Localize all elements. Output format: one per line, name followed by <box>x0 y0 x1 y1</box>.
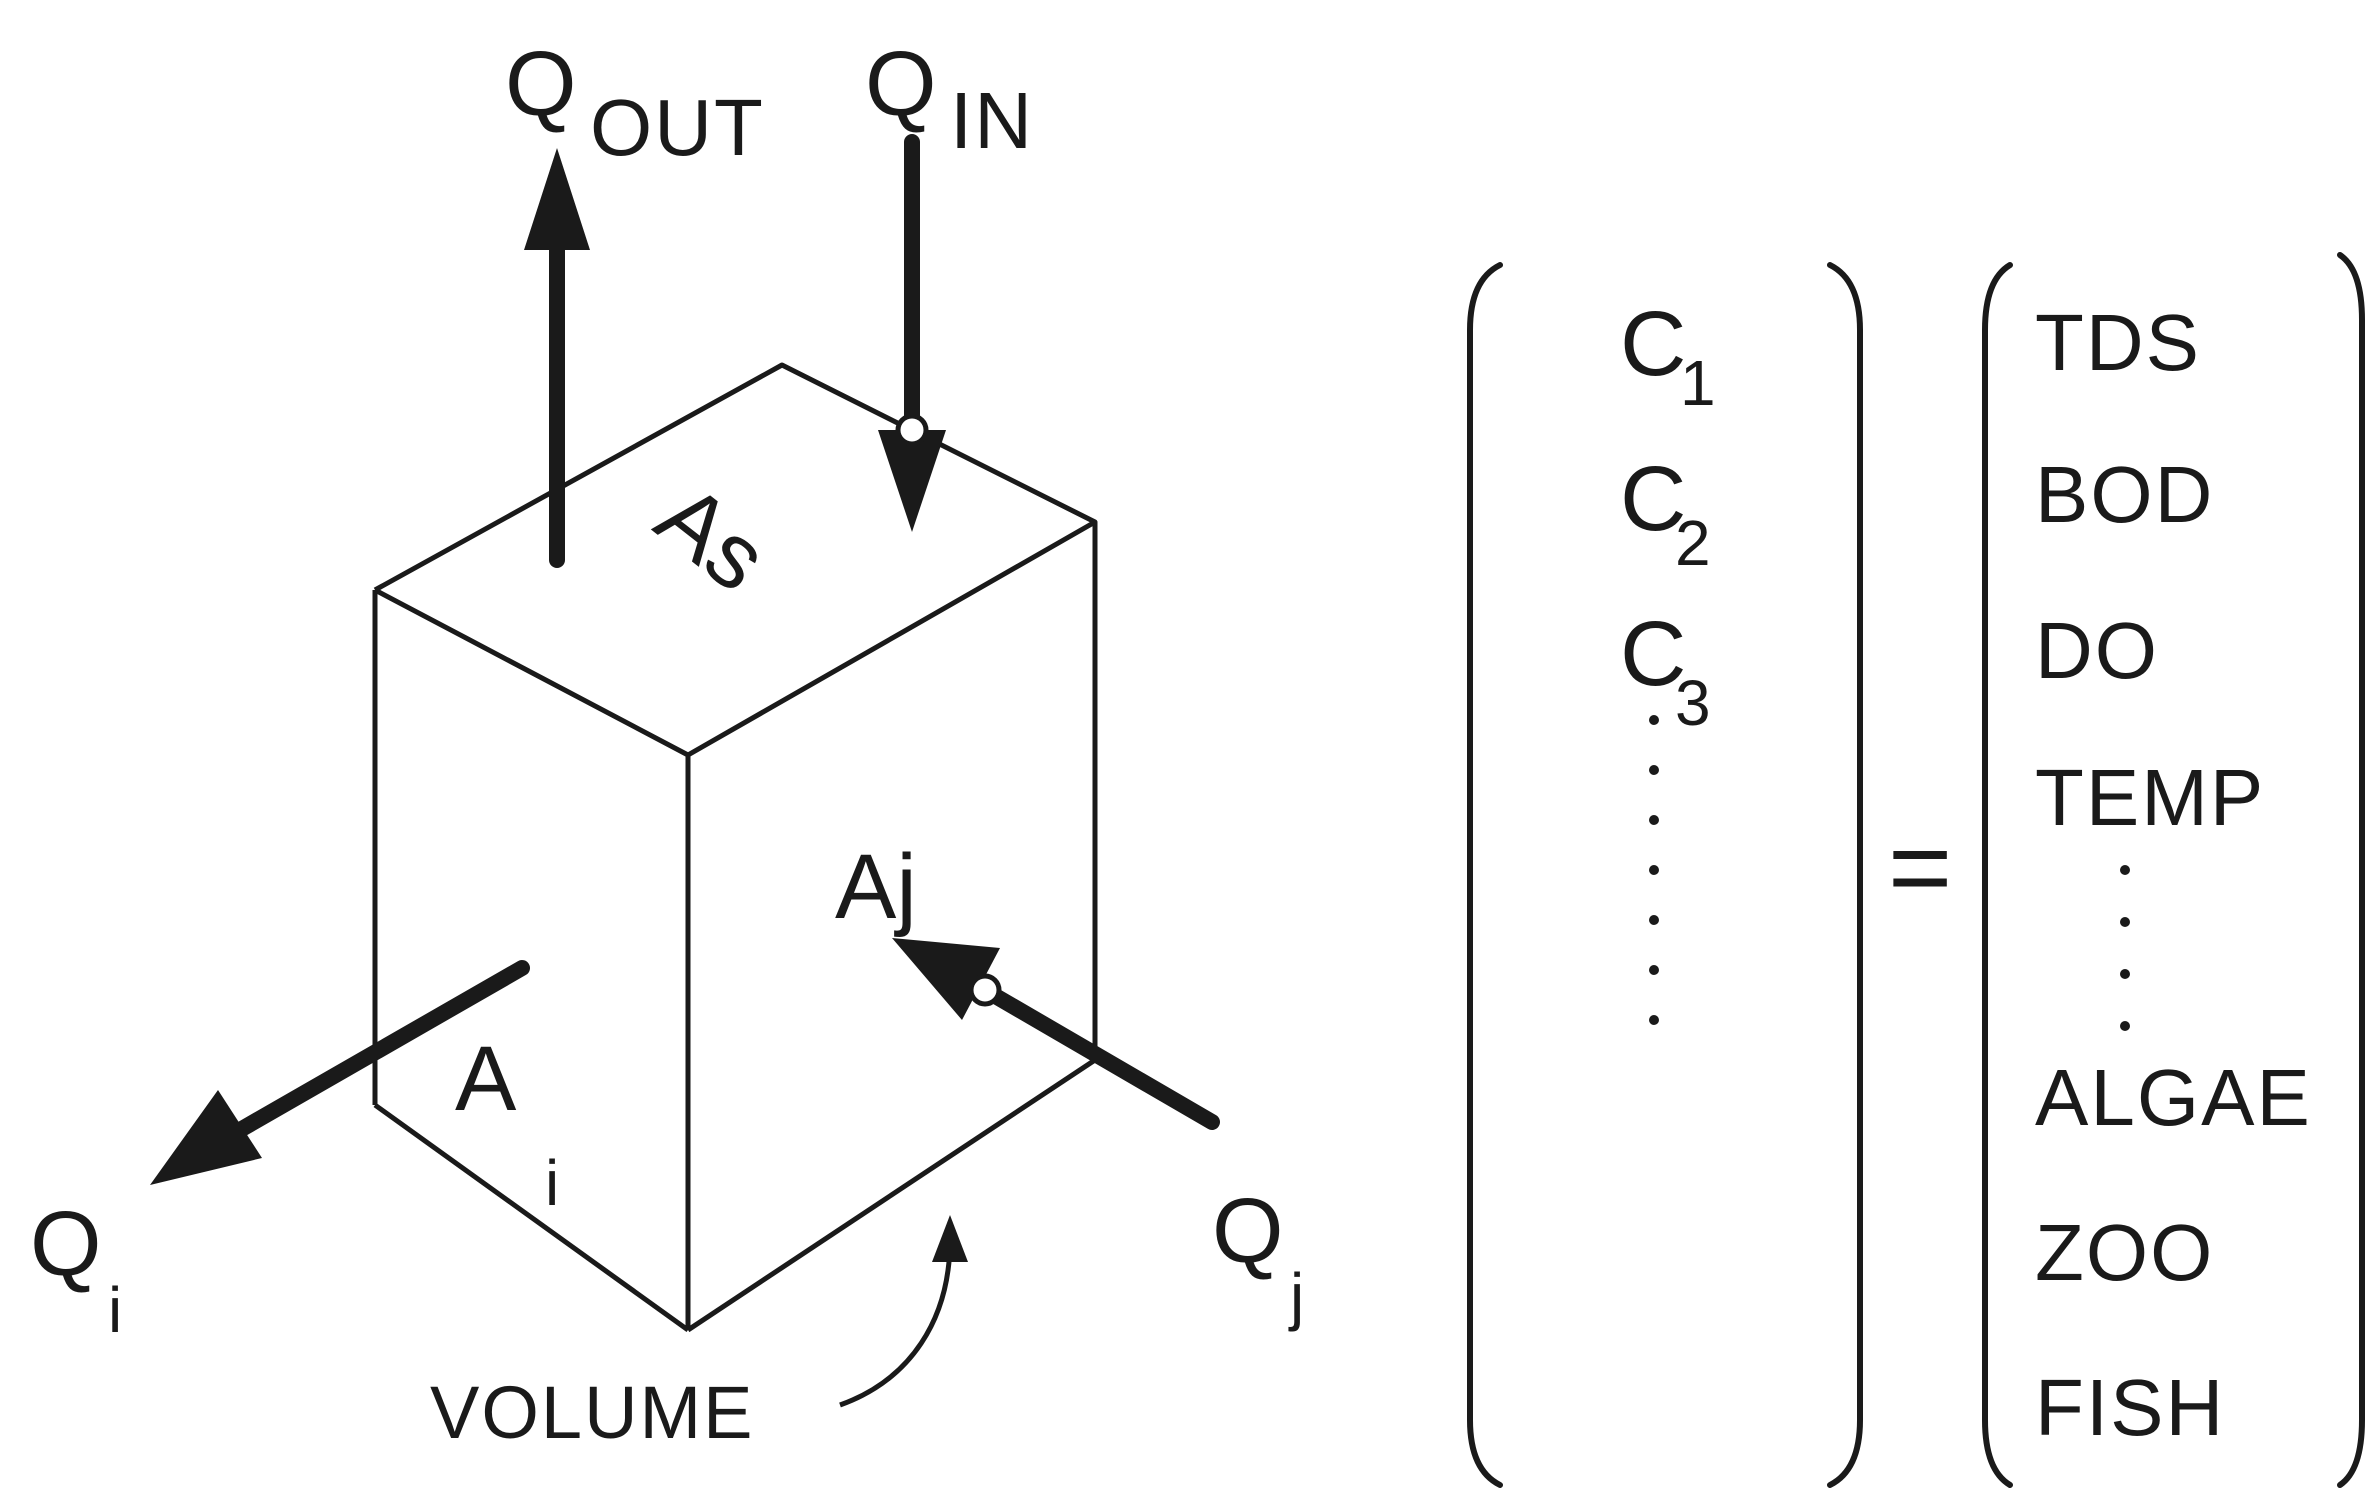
q-j-label: Q <box>1212 1180 1284 1282</box>
q-i-label: Q <box>30 1193 102 1295</box>
c1-subscript: 1 <box>1680 347 1716 419</box>
q-i-subscript: i <box>108 1274 122 1346</box>
right-vector-bracket <box>1982 252 2365 1488</box>
c3-label: C <box>1620 603 1686 705</box>
left-face-subscript: i <box>545 1147 559 1219</box>
left-face-label: A <box>455 1028 517 1130</box>
q-j-arrow <box>892 938 1220 1130</box>
control-volume-box <box>372 362 1098 1333</box>
vector-item-tds: TDS <box>2035 298 2201 387</box>
vector-item-zoo: ZOO <box>2035 1208 2214 1297</box>
q-in-subscript: IN <box>950 76 1034 165</box>
c2-subscript: 2 <box>1675 507 1711 579</box>
volume-label: VOLUME <box>430 1371 755 1454</box>
equals-sign: = <box>1888 806 1952 929</box>
q-in-arrow <box>878 134 946 532</box>
top-face-label: As <box>638 465 785 611</box>
water-quality-vector: TDS BOD DO TEMP ALGAE ZOO FISH <box>2035 298 2312 1452</box>
q-out-arrow <box>524 148 590 568</box>
q-out-subscript: OUT <box>590 83 765 172</box>
vector-item-algae: ALGAE <box>2035 1053 2312 1142</box>
q-out-label: Q <box>505 33 577 135</box>
q-in-label: Q <box>865 33 937 135</box>
vector-item-temp: TEMP <box>2035 753 2265 842</box>
vector-item-do: DO <box>2035 606 2159 695</box>
box-bottom-right-edge <box>686 1057 1097 1333</box>
vector-item-fish: FISH <box>2035 1363 2225 1452</box>
c3-subscript: 3 <box>1675 667 1711 739</box>
volume-pointer-arrow <box>839 1215 968 1408</box>
c1-label: C <box>1620 293 1686 395</box>
c2-label: C <box>1620 448 1686 550</box>
q-j-subscript: j <box>1288 1260 1304 1332</box>
right-vector-ellipsis <box>2120 865 2130 1031</box>
left-vector-bracket <box>1467 262 1863 1488</box>
vector-item-bod: BOD <box>2035 450 2214 539</box>
right-face-label: Aj <box>835 836 917 938</box>
concentration-vector: C 1 C 2 C 3 <box>1620 293 1716 739</box>
q-i-arrow <box>150 960 530 1185</box>
left-vector-ellipsis <box>1649 715 1659 1025</box>
box-bottom-left-edge <box>373 1102 690 1333</box>
